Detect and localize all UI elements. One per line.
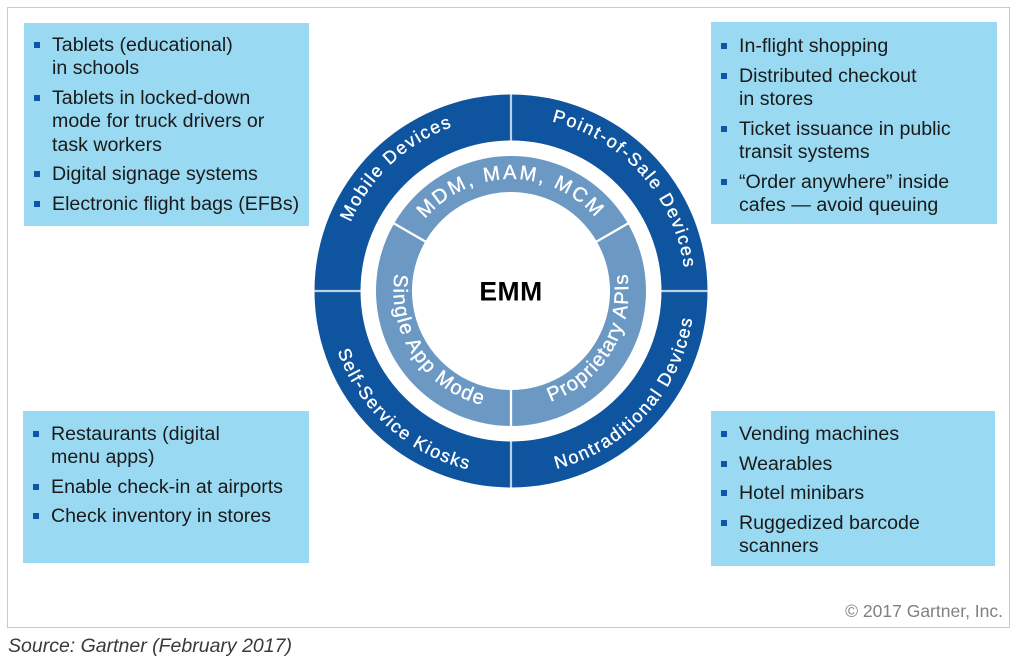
- svg-text:EMM: EMM: [479, 277, 542, 307]
